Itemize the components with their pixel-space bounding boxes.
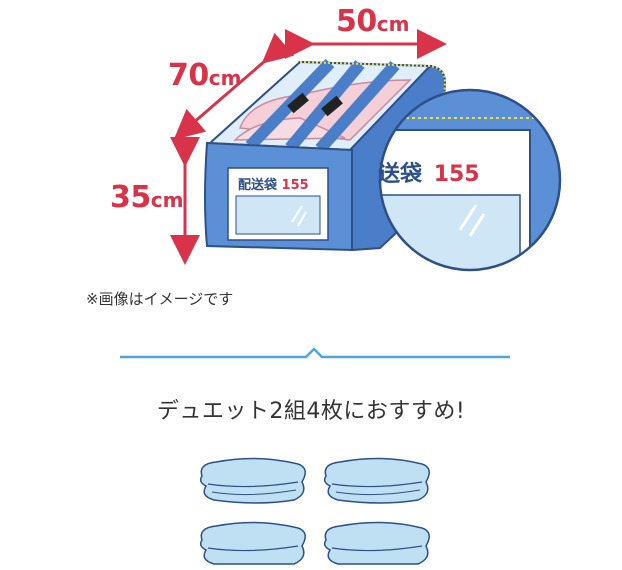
depth-arrow — [173, 32, 295, 140]
section-divider — [120, 347, 510, 359]
zoom-label: 送袋 155 — [378, 156, 480, 188]
quilt-icon-1 — [199, 457, 306, 504]
bag-label-text: 配送袋 — [238, 178, 278, 193]
zoom-label-text: 送袋 — [378, 162, 423, 187]
quilt-icon-3 — [199, 521, 306, 565]
height-unit: cm — [150, 188, 184, 212]
bag-label: 配送袋 155 — [238, 174, 309, 193]
width-label: 50cm — [336, 4, 409, 39]
recommendation-headline: デュエット2組4枚におすすめ! — [156, 399, 466, 424]
bag-label-number: 155 — [281, 178, 309, 193]
depth-label: 70cm — [168, 58, 241, 93]
image-note: ※画像はイメージです — [86, 290, 234, 308]
height-label: 35cm — [110, 180, 183, 215]
depth-value: 70 — [168, 58, 209, 93]
depth-unit: cm — [208, 66, 242, 90]
height-value: 35 — [110, 180, 151, 215]
width-unit: cm — [376, 12, 410, 36]
delivery-bag — [204, 58, 447, 252]
quilt-icon-4 — [323, 521, 430, 565]
zoom-detail — [378, 88, 562, 272]
width-value: 50 — [336, 4, 377, 39]
zoom-label-number: 155 — [433, 162, 480, 187]
quilt-icon-2 — [323, 457, 430, 504]
